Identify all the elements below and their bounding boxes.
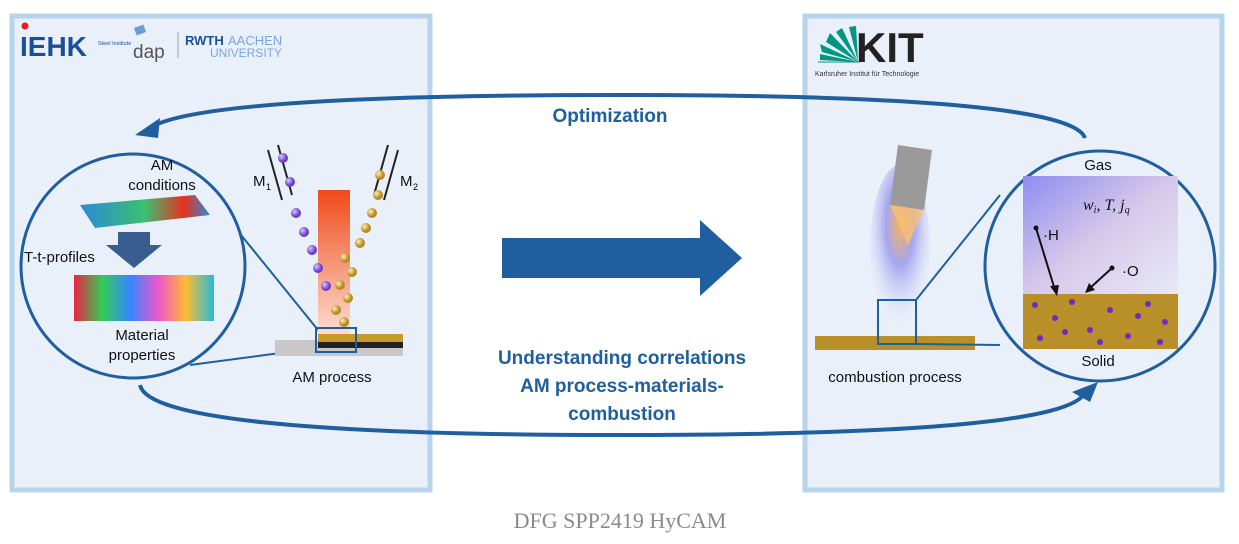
combustion-illustration: combustion process — [815, 145, 975, 386]
svg-text:KIT: KIT — [856, 24, 924, 71]
svg-text:properties: properties — [109, 347, 176, 364]
svg-text:·O: ·O — [1122, 263, 1139, 280]
caption: DFG SPP2419 HyCAM — [514, 508, 727, 533]
optimization-arc — [148, 92, 1087, 139]
optimization-label: Optimization — [552, 106, 667, 127]
svg-text:wi, T, jq: wi, T, jq — [1083, 197, 1130, 216]
understanding-line-2: AM process-materials- — [520, 376, 724, 397]
svg-text:Solid: Solid — [1081, 353, 1114, 370]
iehk-rwth-logos: IEHK Steel Institute dap RWTH AACHEN UNI… — [20, 22, 282, 63]
svg-text:AACHEN: AACHEN — [228, 33, 282, 48]
svg-text:AM process: AM process — [292, 369, 371, 386]
svg-text:Material: Material — [115, 327, 168, 344]
am-zoom-circle: AM conditions T-t-profiles Material prop… — [19, 152, 319, 380]
svg-text:IEHK: IEHK — [20, 31, 87, 62]
svg-text:T-t-profiles: T-t-profiles — [24, 249, 95, 266]
svg-text:1: 1 — [266, 182, 271, 192]
svg-text:M: M — [400, 173, 413, 190]
big-right-arrow — [502, 220, 742, 296]
svg-text:2: 2 — [413, 182, 418, 192]
svg-text:RWTH: RWTH — [185, 33, 224, 48]
svg-text:Steel Institute: Steel Institute — [98, 41, 131, 47]
down-arrow-icon — [106, 232, 162, 268]
understanding-line-1: Understanding correlations — [498, 348, 746, 369]
understanding-arc — [138, 384, 1087, 438]
svg-text:combustion process: combustion process — [828, 369, 961, 386]
svg-text:·H: ·H — [1043, 227, 1059, 244]
svg-text:conditions: conditions — [128, 177, 196, 194]
kit-logo: KIT Karlsruher Institut für Technologie — [815, 24, 924, 78]
svg-text:M: M — [253, 173, 266, 190]
svg-text:dap: dap — [133, 42, 165, 63]
svg-text:Gas: Gas — [1084, 157, 1112, 174]
understanding-arrowhead — [1072, 382, 1098, 402]
svg-text:Karlsruher Institut für Techno: Karlsruher Institut für Technologie — [815, 71, 919, 78]
combustion-zoom-circle: Gas wi, T, jq ·H ·O Solid — [915, 149, 1217, 383]
microstructure-image — [74, 275, 214, 321]
svg-text:UNIVERSITY: UNIVERSITY — [210, 46, 282, 60]
optimization-arrowhead — [135, 118, 160, 138]
svg-text:AM: AM — [151, 157, 174, 174]
understanding-line-3: combustion — [568, 404, 676, 425]
